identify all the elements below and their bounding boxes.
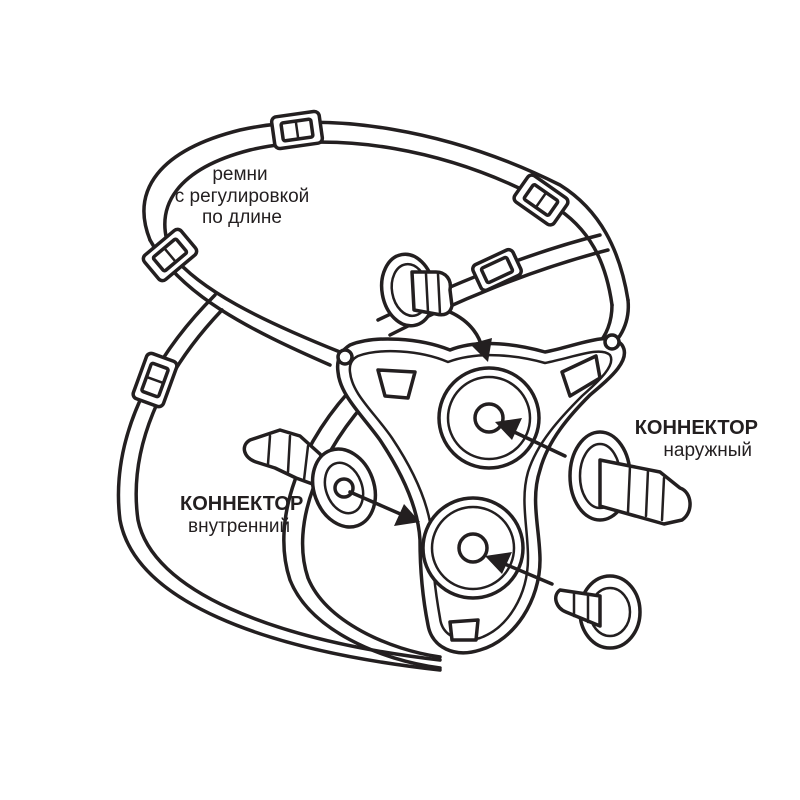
- harness-plate: [335, 336, 627, 655]
- buckle-icon: [471, 247, 523, 293]
- plug-icon: [379, 252, 454, 328]
- straps-label-line-2: с регулировкой: [175, 186, 310, 207]
- buckle-icon: [131, 351, 179, 409]
- outer-connector-subtitle: наружный: [663, 440, 752, 461]
- arrow-icon: [448, 310, 492, 362]
- buckle-icon: [269, 109, 325, 151]
- arrow-icon: [495, 418, 567, 458]
- plug-icon: [554, 574, 642, 650]
- straps-label-line-1: ремни: [212, 164, 267, 185]
- straps-label-line-3: по длине: [202, 207, 282, 228]
- rivet: [336, 348, 354, 366]
- rivet: [603, 333, 621, 351]
- inner-connector-subtitle: внутренний: [188, 516, 290, 537]
- buckle-icon: [141, 227, 199, 283]
- plug-icon: [568, 430, 692, 526]
- inner-connector-title: КОННЕКТОР: [180, 493, 303, 515]
- waist-strap: [142, 120, 631, 367]
- buckle-icon: [512, 173, 570, 227]
- plug-icon: [242, 428, 378, 529]
- o-ring-icon: [421, 496, 525, 600]
- arrow-icon: [348, 490, 420, 526]
- arrow-icon: [485, 552, 554, 586]
- o-ring-icon: [437, 366, 541, 470]
- outer-connector-title: КОННЕКТОР: [635, 417, 758, 439]
